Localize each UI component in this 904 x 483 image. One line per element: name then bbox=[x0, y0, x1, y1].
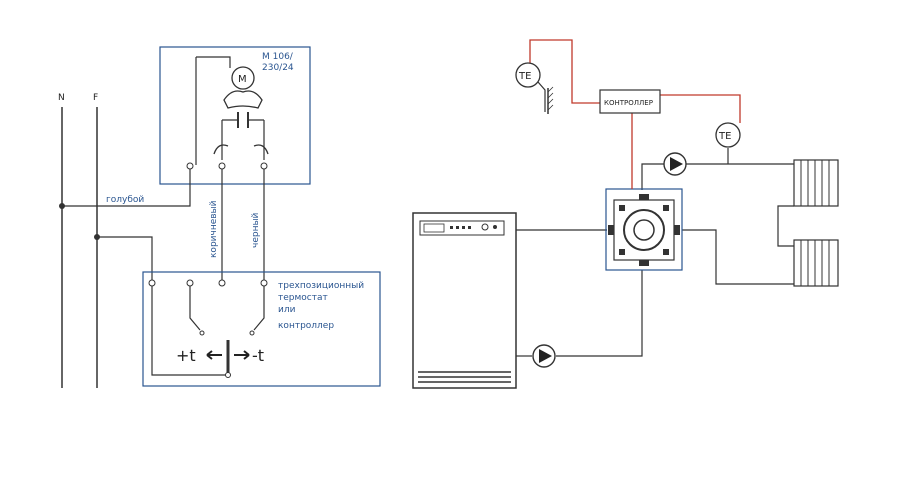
heating-supply-a bbox=[641, 163, 664, 190]
thermostat-line3: или bbox=[278, 305, 296, 315]
limit-switch-left-icon bbox=[213, 144, 229, 155]
boiler-display bbox=[423, 223, 445, 233]
heating-return bbox=[682, 229, 794, 285]
motor-letter: M bbox=[238, 74, 247, 85]
motor-common-lead bbox=[195, 56, 231, 165]
boiler-button-icon bbox=[493, 225, 497, 229]
phase-label: F bbox=[93, 93, 98, 103]
wall-hatch bbox=[547, 86, 554, 111]
boiler-knob-icon bbox=[481, 223, 489, 231]
valve-core bbox=[633, 219, 655, 241]
controller-label: КОНТРОЛЛЕР bbox=[604, 99, 653, 107]
motor-leads bbox=[221, 132, 265, 160]
phase-wire bbox=[97, 236, 153, 280]
thermostat-line4: контроллер bbox=[278, 321, 334, 331]
sensor1-mount bbox=[537, 81, 546, 112]
thermostat-common-wire bbox=[151, 286, 228, 376]
radiator-upper bbox=[793, 159, 839, 207]
return-pipe-b bbox=[556, 270, 643, 357]
motor-box bbox=[159, 46, 311, 185]
controller-box bbox=[599, 89, 661, 114]
radiator-link bbox=[777, 205, 794, 247]
valve-bolts bbox=[608, 194, 680, 266]
sensor2-icon bbox=[715, 122, 741, 148]
plus-t-label: +t bbox=[176, 346, 196, 365]
neutral-label: N bbox=[58, 93, 65, 103]
arrow-left-icon bbox=[206, 350, 222, 360]
motor-model-line2: 230/24 bbox=[262, 63, 294, 73]
contact-plus-point bbox=[199, 330, 205, 336]
motor-terminals bbox=[186, 162, 268, 170]
hydraulic-diagram: КОНТРОЛЛЕР TE TE bbox=[412, 39, 839, 389]
thermostat-terminals bbox=[148, 279, 268, 287]
radiator-lower bbox=[793, 239, 839, 287]
blue-wire bbox=[62, 169, 191, 207]
blue-wire-label: голубой bbox=[106, 195, 144, 205]
thermostat-line1: трехпозиционный bbox=[278, 281, 364, 291]
thermostat-contact-minus bbox=[253, 286, 265, 331]
boiler-vents bbox=[418, 371, 511, 383]
thermostat-line2: термостат bbox=[278, 293, 328, 303]
mixing-valve-frame bbox=[605, 188, 683, 271]
thermostat-contact-plus bbox=[189, 286, 201, 331]
boiler-indicators bbox=[450, 226, 471, 229]
sensor2-label: TE bbox=[718, 131, 731, 142]
boiler bbox=[412, 212, 517, 389]
minus-t-label: -t bbox=[252, 346, 264, 365]
arrow-right-icon bbox=[234, 350, 250, 360]
motor-model-line1: M 106/ bbox=[262, 52, 294, 62]
black-wire-label: черный bbox=[251, 212, 261, 248]
thermostat-box bbox=[142, 271, 381, 387]
motor-icon bbox=[231, 66, 255, 90]
signal-sensor2 bbox=[660, 94, 741, 123]
capacitor-leads bbox=[221, 119, 265, 132]
pump-return-arrow bbox=[539, 349, 552, 363]
limit-switch-right-icon bbox=[253, 144, 269, 155]
sensor1-icon bbox=[515, 62, 541, 88]
valve-rotor-icon bbox=[623, 209, 665, 251]
wiring-diagram: N F M 106/ 230/24 M голубой bbox=[58, 46, 381, 388]
boiler-panel bbox=[419, 220, 505, 236]
sensor1-label: TE bbox=[518, 71, 531, 82]
motor-gear-icon bbox=[223, 90, 263, 109]
brown-wire-label: коричневый bbox=[209, 200, 219, 258]
contact-minus-point bbox=[249, 330, 255, 336]
signal-sensor1 bbox=[529, 39, 600, 104]
pump-supply-arrow bbox=[670, 157, 683, 171]
switch-pivot bbox=[225, 372, 231, 378]
